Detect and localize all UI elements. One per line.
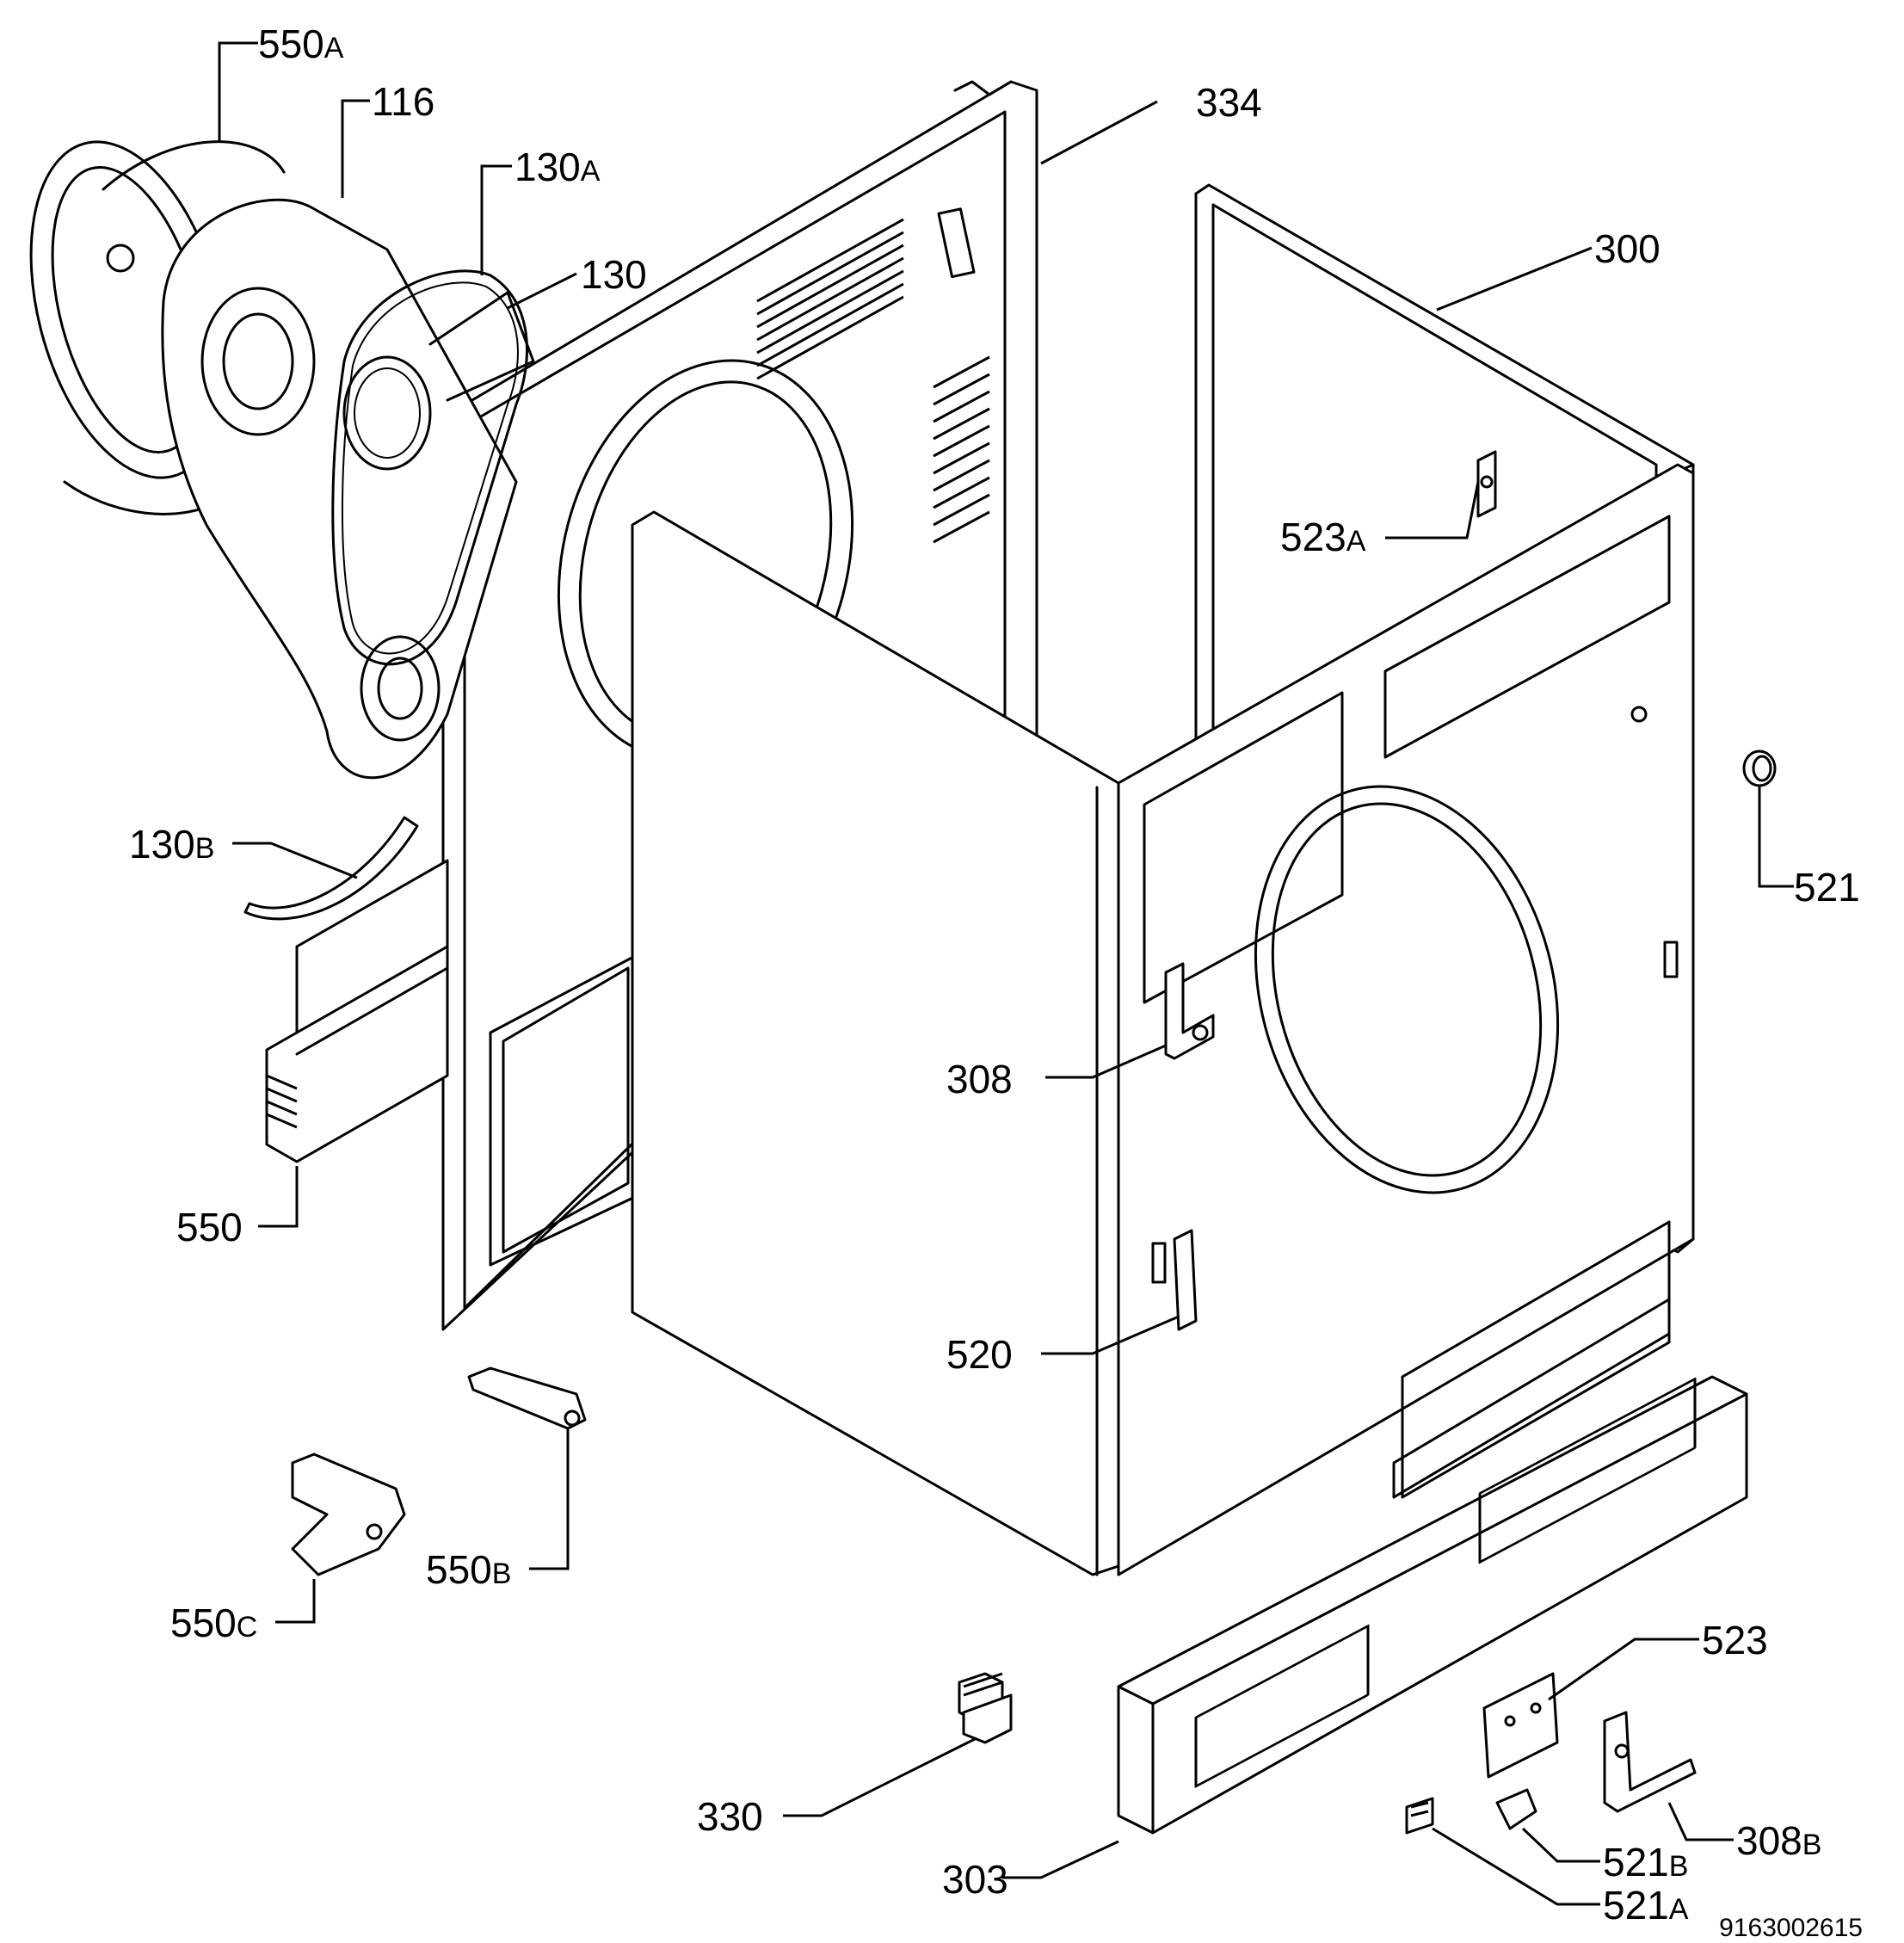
bracket-308b [1603, 1711, 1697, 1813]
label-550c: 550C [170, 1601, 257, 1645]
label-308b: 308B [1736, 1818, 1821, 1863]
label-330: 330 [697, 1794, 763, 1839]
label-130: 130 [581, 252, 647, 297]
label-521a: 521A [1603, 1883, 1689, 1928]
label-520: 520 [946, 1332, 1013, 1377]
mounting-clip-523a [1476, 450, 1497, 518]
plinth-303 [1117, 1375, 1748, 1835]
label-521b: 521B [1603, 1840, 1688, 1884]
label-300: 300 [1594, 226, 1661, 271]
duct-550 [265, 859, 449, 1163]
label-116: 116 [372, 79, 434, 124]
label-334: 334 [1196, 80, 1262, 125]
plug-521 [1742, 749, 1777, 787]
label-550a: 550A [258, 22, 344, 66]
label-303: 303 [942, 1857, 1008, 1902]
bracket-550c [291, 1453, 406, 1576]
plug-521b [1495, 1788, 1537, 1830]
label-523: 523 [1702, 1618, 1768, 1662]
cabinet-side-panel [631, 510, 1143, 1576]
hinge-bracket-308 [1164, 962, 1215, 1060]
label-523a: 523A [1280, 515, 1366, 559]
label-308: 308 [946, 1057, 1013, 1101]
label-130b: 130B [129, 822, 214, 867]
seal-strip-130b [243, 816, 419, 921]
label-521: 521 [1794, 865, 1860, 910]
bracket-550b [467, 1366, 587, 1430]
drawing-code: 9163002615 [1719, 1914, 1863, 1942]
gasket-130a [331, 269, 528, 666]
adjustable-foot-330 [958, 1672, 1013, 1744]
label-550: 550 [176, 1205, 243, 1249]
label-130a: 130A [515, 145, 601, 189]
leader-lines [218, 41, 1794, 1906]
seal-ring-130 [342, 291, 535, 471]
rear-vent-grille [756, 218, 990, 544]
plate-523 [1482, 1672, 1559, 1779]
part-labels: 550A 116 130A 130 334 300 523A 521 130B … [129, 22, 1863, 1942]
cabinet-front-panel [1117, 463, 1695, 1576]
screw-521a [1405, 1797, 1434, 1835]
latch-520 [1151, 1229, 1198, 1331]
label-550b: 550B [426, 1547, 511, 1592]
